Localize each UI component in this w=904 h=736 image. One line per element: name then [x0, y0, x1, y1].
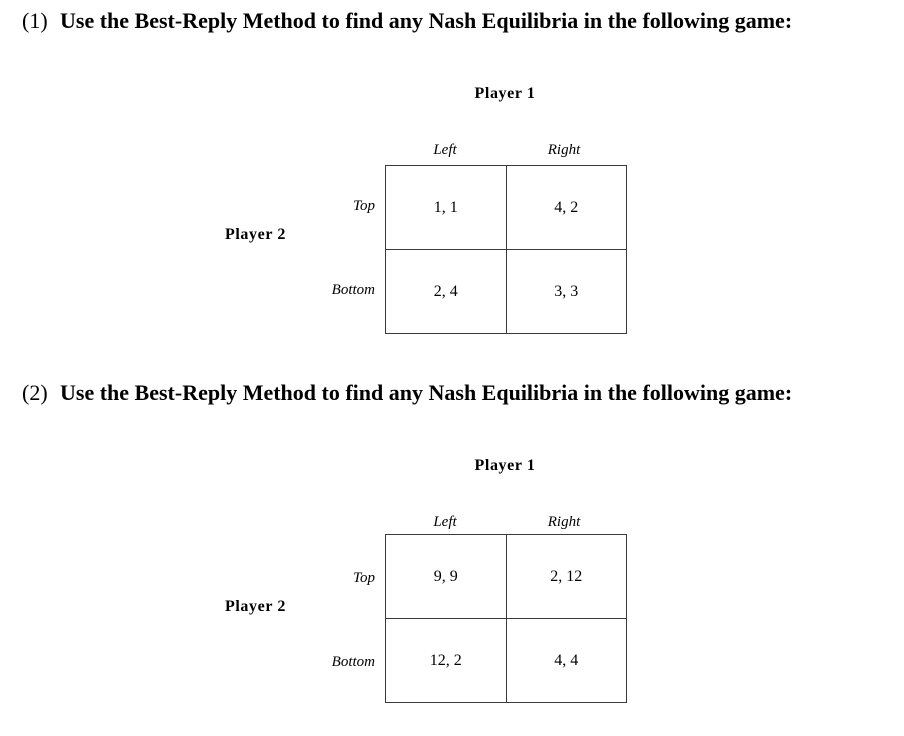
row-header-top-1: Top: [353, 198, 375, 214]
payoff-cell-top-left-2: 9, 9: [385, 534, 507, 619]
payoff-value: 4, 2: [554, 198, 579, 216]
payoff-value: 1, 1: [433, 198, 458, 216]
payoff-cell-bottom-right-2: 4, 4: [505, 618, 627, 703]
column-header-right-2: Right: [547, 514, 581, 530]
payoff-matrix-2: 9, 9 2, 12 12, 2 4, 4: [385, 534, 627, 703]
payoff-value: 4, 4: [554, 651, 579, 669]
question-number-1: (1): [22, 8, 48, 33]
payoff-cell-top-left-1: 1, 1: [385, 165, 507, 250]
column-header-left-1: Left: [433, 142, 457, 158]
table-row: 1, 1 4, 2: [385, 165, 627, 250]
column-header-left-2: Left: [433, 514, 457, 530]
payoff-matrix-1: 1, 1 4, 2 2, 4 3, 3: [385, 165, 627, 334]
question-text-1: Use the Best-Reply Method to find any Na…: [60, 8, 793, 33]
payoff-value: 12, 2: [429, 651, 462, 669]
question-text-2: Use the Best-Reply Method to find any Na…: [60, 380, 793, 405]
payoff-value: 9, 9: [433, 567, 458, 585]
question-number-2: (2): [22, 380, 48, 405]
row-header-bottom-2: Bottom: [331, 654, 375, 670]
payoff-cell-bottom-left-1: 2, 4: [385, 249, 507, 334]
row-player-label-1: Player 2: [225, 226, 286, 243]
row-header-bottom-1: Bottom: [331, 282, 375, 298]
row-header-top-2: Top: [353, 570, 375, 586]
payoff-value: 2, 12: [550, 567, 583, 585]
table-row: 2, 4 3, 3: [385, 249, 627, 334]
payoff-value: 2, 4: [433, 282, 458, 300]
column-player-label-2: Player 1: [474, 457, 536, 474]
payoff-cell-bottom-left-2: 12, 2: [385, 618, 507, 703]
table-row: 12, 2 4, 4: [385, 618, 627, 703]
payoff-cell-bottom-right-1: 3, 3: [505, 249, 627, 334]
payoff-cell-top-right-2: 2, 12: [505, 534, 627, 619]
payoff-cell-top-right-1: 4, 2: [505, 165, 627, 250]
column-player-label-1: Player 1: [474, 85, 536, 102]
table-row: 9, 9 2, 12: [385, 534, 627, 619]
row-player-label-2: Player 2: [225, 598, 286, 615]
column-header-right-1: Right: [547, 142, 581, 158]
payoff-value: 3, 3: [554, 282, 579, 300]
